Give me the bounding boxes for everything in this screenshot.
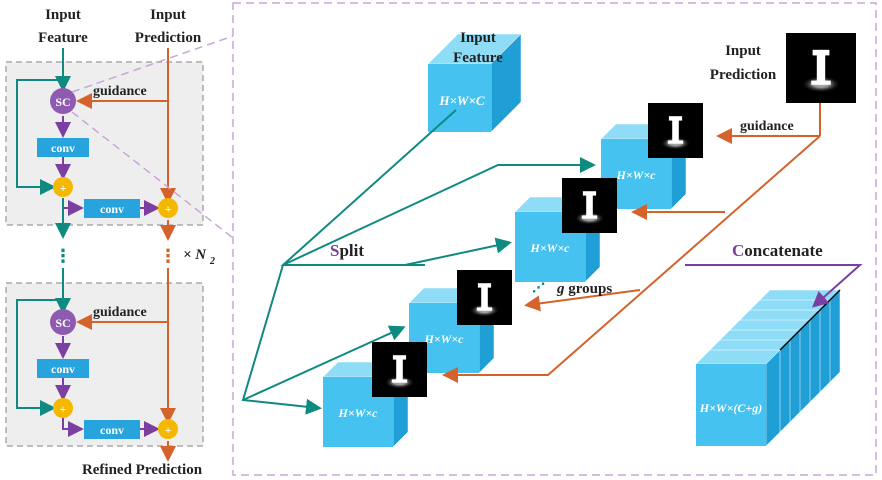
group-cube-4-dims-label: H×W×c bbox=[337, 406, 378, 420]
concatenate-label: Concatenate bbox=[732, 241, 823, 260]
right-input-feature-line1: Input bbox=[460, 30, 496, 46]
split-initial: S bbox=[330, 241, 339, 260]
group-prediction-3-stem bbox=[481, 286, 488, 310]
group-prediction-2-stem bbox=[586, 194, 593, 218]
sc-node-top bbox=[50, 88, 76, 114]
concat-slice-1-front-face bbox=[696, 364, 766, 446]
sc-label-top: SC bbox=[55, 95, 70, 109]
repeat-subscript: 2 bbox=[209, 256, 215, 267]
left-guidance-label-bottom: guidance bbox=[93, 305, 147, 320]
conv-label-bottom-2: conv bbox=[100, 423, 124, 437]
plus-symbol-top-1: + bbox=[60, 181, 67, 195]
concat-slice-1-top-face bbox=[695, 349, 781, 365]
left-input-prediction-line2: Prediction bbox=[135, 30, 202, 46]
guidance-arrow-3 bbox=[524, 289, 641, 312]
group-prediction-3-head bbox=[477, 283, 492, 288]
split-label: Split bbox=[330, 241, 364, 260]
split-branch-2 bbox=[404, 237, 512, 266]
conv-box-bottom-2 bbox=[84, 420, 140, 439]
input-feature-cube-front-face bbox=[428, 64, 491, 132]
conv-label-top-2: conv bbox=[100, 202, 124, 216]
group-prediction-2 bbox=[562, 178, 617, 233]
plus-symbol-top-2: + bbox=[165, 202, 172, 216]
input-prediction-image-stem bbox=[816, 54, 826, 84]
groups-letter: g bbox=[556, 281, 565, 297]
group-prediction-1-head bbox=[668, 116, 683, 121]
split-branch-3 bbox=[242, 325, 406, 401]
conv-label-bottom-1: conv bbox=[51, 362, 75, 376]
group-cube-2-dims-label: H×W×c bbox=[529, 241, 570, 255]
repeat-label: × N bbox=[183, 247, 207, 263]
guidance-trunk-line bbox=[442, 135, 821, 383]
input-prediction-image-base bbox=[811, 80, 831, 85]
left-ellipsis-teal: ⋮ bbox=[54, 246, 72, 267]
input-feature-dims: H×W×C bbox=[438, 93, 484, 108]
group-prediction-2-base bbox=[581, 215, 598, 219]
plus-symbol-bottom-2: + bbox=[165, 423, 172, 437]
conv-box-bottom-1 bbox=[37, 359, 89, 378]
bottom-residual-arrow bbox=[16, 299, 63, 416]
group-prediction-4-base bbox=[391, 379, 408, 383]
left-panel: Input Feature Input Prediction SC guidan… bbox=[5, 7, 215, 478]
right-input-prediction-line2: Prediction bbox=[710, 67, 777, 83]
right-guidance-label: guidance bbox=[740, 119, 794, 134]
split-branch-1 bbox=[282, 157, 596, 266]
left-input-feature-line1: Input bbox=[45, 7, 81, 23]
groups-rest: groups bbox=[565, 281, 613, 297]
concatenate-initial: C bbox=[732, 241, 744, 260]
group-prediction-1-base bbox=[667, 140, 684, 144]
zoom-line-top bbox=[71, 35, 234, 93]
conv-box-top-2 bbox=[84, 199, 140, 218]
group-prediction-1-stem bbox=[672, 119, 679, 143]
input-prediction-image-head bbox=[812, 49, 830, 56]
group-prediction-3-base bbox=[476, 307, 493, 311]
plus-node-top-1 bbox=[53, 177, 73, 197]
group-prediction-2-head bbox=[582, 191, 597, 196]
input-prediction-image bbox=[786, 33, 856, 103]
right-input-feature-line2: Feature bbox=[453, 50, 503, 66]
bottom-to-conv2-arrow bbox=[62, 418, 84, 437]
group-prediction-3 bbox=[457, 270, 512, 325]
groups-label: g groups bbox=[556, 281, 612, 297]
concat-slice-1 bbox=[695, 349, 781, 447]
groups-ellipsis-dots: ⋰ bbox=[532, 281, 545, 296]
refined-prediction-label: Refined Prediction bbox=[82, 462, 203, 478]
prediction-thumbnails-layer bbox=[372, 33, 856, 397]
sc-node-bottom bbox=[50, 309, 76, 335]
group-cube-1-dims-label: H×W×c bbox=[615, 168, 656, 182]
concatenate-arrow bbox=[685, 264, 863, 308]
conv-label-top-1: conv bbox=[51, 141, 75, 155]
group-prediction-1 bbox=[648, 103, 703, 158]
split-rest: plit bbox=[339, 241, 364, 260]
plus-node-top-2 bbox=[158, 198, 178, 218]
top-residual-arrow bbox=[16, 79, 63, 195]
left-input-prediction-line1: Input bbox=[150, 7, 186, 23]
group-prediction-4-head bbox=[392, 355, 407, 360]
concat-dims-label: H×W×(C+g) bbox=[699, 401, 763, 415]
group-cube-3-dims-label: H×W×c bbox=[423, 332, 464, 346]
concatenate-rest: oncatenate bbox=[744, 241, 823, 260]
plus-symbol-bottom-1: + bbox=[60, 402, 67, 416]
concat-slice-1-side-face bbox=[765, 349, 781, 447]
group-prediction-4-stem bbox=[396, 358, 403, 382]
right-input-prediction-line1: Input bbox=[725, 43, 761, 59]
group-prediction-4 bbox=[372, 342, 427, 397]
zoom-line-bottom bbox=[71, 111, 234, 239]
conv-box-top-1 bbox=[37, 138, 89, 157]
plus-node-bottom-1 bbox=[53, 398, 73, 418]
input-feature-cube bbox=[427, 33, 522, 133]
sc-label-bottom: SC bbox=[55, 316, 70, 330]
left-ellipsis-orange: ⋮ bbox=[159, 246, 177, 267]
plus-node-bottom-2 bbox=[158, 419, 178, 439]
left-input-feature-line2: Feature bbox=[38, 30, 88, 46]
left-guidance-label-top: guidance bbox=[93, 84, 147, 99]
